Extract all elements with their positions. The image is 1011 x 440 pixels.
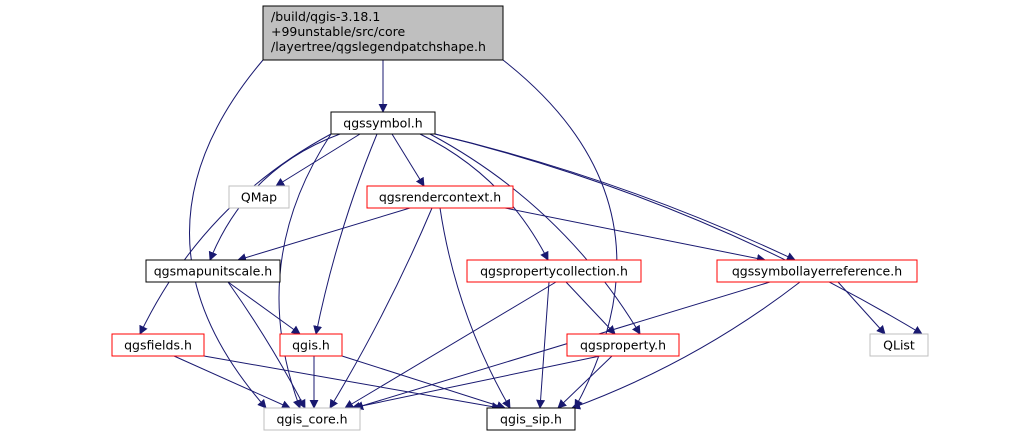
node-box	[145, 259, 281, 283]
edge-qgsrendercontext-to-qgis_sip	[439, 207, 511, 409]
edge-qgssymbol-to-qgsfields	[139, 133, 332, 335]
edge-qgsfields-to-qgis_core	[173, 355, 291, 409]
node-qmap[interactable]: QMap	[228, 185, 290, 209]
edge-qgssymbol-to-qgsmapunitscale	[208, 133, 341, 261]
edge-qgspropertycollection-to-qgis_core	[344, 281, 557, 409]
node-qgis[interactable]: qgis.h	[279, 333, 343, 357]
node-box	[716, 259, 918, 283]
node-label: /build/qgis-3.18.1	[271, 9, 380, 24]
node-label: qgis_sip.h	[500, 412, 562, 427]
edge-qgssymbollayerreference-to-qgis_core	[354, 281, 771, 410]
edge-qgssymbol-to-qgis	[313, 133, 378, 335]
node-label: qgspropertycollection.h	[480, 264, 628, 279]
edge-qgis-to-qgis_sip	[341, 355, 506, 410]
edge-qgssymbol-to-qmap	[275, 133, 361, 187]
node-qgis_sip[interactable]: qgis_sip.h	[486, 407, 576, 431]
node-root: /build/qgis-3.18.1+99unstable/src/core/l…	[262, 5, 504, 61]
node-box	[366, 185, 514, 209]
node-box	[330, 111, 436, 135]
edge-qgssymbol-to-qlist	[434, 133, 923, 335]
edge-root-to-qgis_core	[189, 59, 267, 409]
nodes: /build/qgis-3.18.1+99unstable/src/core/l…	[111, 5, 929, 431]
node-qgsmapunitscale[interactable]: qgsmapunitscale.h	[145, 259, 281, 283]
node-box	[486, 407, 576, 431]
node-box	[111, 333, 205, 357]
edge-qgsproperty-to-qgis_core	[351, 355, 601, 411]
node-label: qgsrendercontext.h	[379, 190, 501, 205]
edge-qgsrendercontext-to-qgsmapunitscale	[237, 207, 411, 262]
node-label: qgsmapunitscale.h	[154, 264, 272, 279]
edge-qgssymbol-to-qgsrendercontext	[391, 133, 425, 187]
node-qgsproperty[interactable]: qgsproperty.h	[566, 333, 680, 357]
node-label: qgsfields.h	[124, 338, 192, 353]
node-label: /layertree/qgslegendpatchshape.h	[271, 39, 486, 54]
node-label: +99unstable/src/core	[271, 24, 405, 39]
edge-qgsmapunitscale-to-qgis	[227, 281, 301, 335]
node-label: qgssymbollayerreference.h	[732, 264, 902, 279]
edge-qgssymbol-to-qgsproperty	[429, 133, 641, 335]
edge-qgssymbol-to-qgis_core	[278, 133, 332, 409]
edge-qgssymbollayerreference-to-qlist	[837, 281, 886, 335]
edge-qgspropertycollection-to-qgsproperty	[565, 281, 616, 335]
edge-qgsfields-to-qgis_sip	[203, 355, 501, 412]
node-box	[263, 407, 361, 431]
node-qlist[interactable]: QList	[869, 333, 929, 357]
node-qgsfields[interactable]: qgsfields.h	[111, 333, 205, 357]
edges	[139, 59, 923, 412]
edge-qgsrendercontext-to-qgssymbollayerreference	[504, 207, 766, 263]
node-label: QMap	[241, 190, 277, 205]
node-label: qgsproperty.h	[580, 338, 666, 353]
node-box	[228, 185, 290, 209]
node-qgis_core[interactable]: qgis_core.h	[263, 407, 361, 431]
edge-qgssymbollayerreference-to-qgis_sip	[571, 281, 801, 410]
node-box	[279, 333, 343, 357]
node-label: qgis_core.h	[276, 412, 347, 427]
edge-qgsmapunitscale-to-qgis_core	[227, 281, 306, 409]
edge-qgspropertycollection-to-qgis_sip	[536, 281, 550, 409]
edge-qgsrendercontext-to-qgis_core	[329, 207, 433, 409]
edge-qgsproperty-to-qgis_sip	[557, 355, 613, 409]
node-qgssymbol[interactable]: qgssymbol.h	[330, 111, 436, 135]
node-label: qgis.h	[292, 338, 330, 353]
node-box	[262, 5, 504, 61]
node-box	[466, 259, 642, 283]
node-qgssymbollayerreference[interactable]: qgssymbollayerreference.h	[716, 259, 918, 283]
node-qgsrendercontext[interactable]: qgsrendercontext.h	[366, 185, 514, 209]
node-label: QList	[883, 338, 915, 353]
node-label: qgssymbol.h	[343, 116, 422, 131]
node-qgspropertycollection[interactable]: qgspropertycollection.h	[466, 259, 642, 283]
node-box	[566, 333, 680, 357]
node-box	[869, 333, 929, 357]
